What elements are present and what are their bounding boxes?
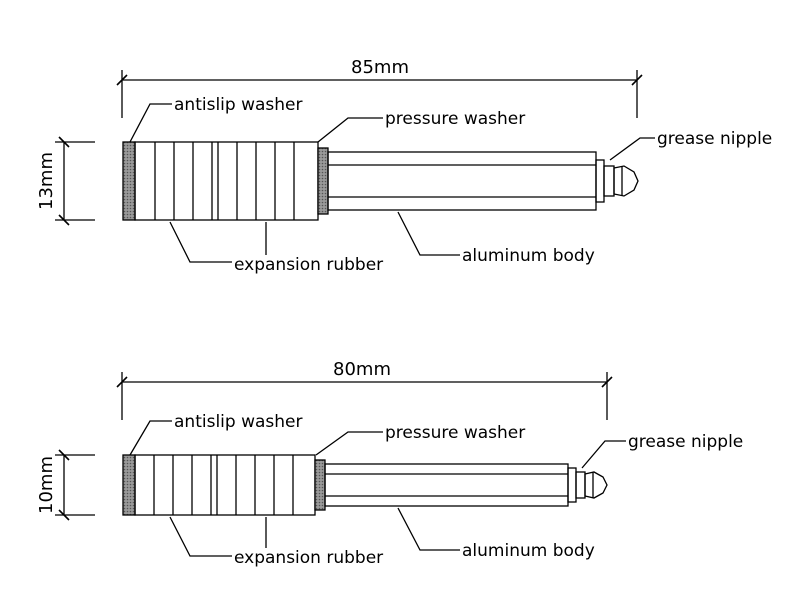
antislip-washer xyxy=(122,454,136,516)
label-grease-nipple: grease nipple xyxy=(581,432,743,469)
diameter-dimension: 10mm xyxy=(36,449,95,521)
length-label: 80mm xyxy=(333,359,391,380)
svg-text:grease nipple: grease nipple xyxy=(657,129,772,149)
diameter-dimension: 13mm xyxy=(36,136,95,226)
expansion-rubber xyxy=(134,141,319,221)
aluminum-body xyxy=(327,151,597,211)
label-antislip-washer: antislip washer xyxy=(129,95,302,143)
svg-text:aluminum body: aluminum body xyxy=(462,541,595,561)
expansion-rubber xyxy=(134,454,316,516)
label-aluminum-body: aluminum body xyxy=(397,507,595,561)
label-expansion-rubber: expansion rubber xyxy=(169,221,383,275)
svg-text:antislip washer: antislip washer xyxy=(174,95,302,115)
assembly-80mm: 80mm 10mm xyxy=(36,359,743,568)
svg-text:pressure washer: pressure washer xyxy=(385,423,525,443)
diameter-label: 10mm xyxy=(36,456,57,514)
label-expansion-rubber: expansion rubber xyxy=(169,516,383,568)
label-pressure-washer: pressure washer xyxy=(317,109,525,143)
pressure-washer xyxy=(314,459,326,511)
antislip-washer xyxy=(122,141,136,221)
pressure-washer xyxy=(317,147,329,215)
label-antislip-washer: antislip washer xyxy=(129,412,302,456)
label-aluminum-body: aluminum body xyxy=(397,211,595,266)
svg-text:antislip washer: antislip washer xyxy=(174,412,302,432)
label-pressure-washer: pressure washer xyxy=(315,423,525,456)
svg-text:grease nipple: grease nipple xyxy=(628,432,743,452)
length-dimension: 80mm xyxy=(116,359,613,420)
length-label: 85mm xyxy=(351,57,409,78)
svg-text:pressure washer: pressure washer xyxy=(385,109,525,129)
aluminum-body xyxy=(324,463,569,507)
grease-nipple xyxy=(595,159,639,203)
svg-text:expansion rubber: expansion rubber xyxy=(234,548,383,568)
diameter-label: 13mm xyxy=(36,152,57,210)
length-dimension: 85mm xyxy=(116,57,643,118)
svg-text:aluminum body: aluminum body xyxy=(462,246,595,266)
svg-text:expansion rubber: expansion rubber xyxy=(234,255,383,275)
grease-nipple xyxy=(567,467,608,503)
assembly-85mm: 85mm 13mm xyxy=(36,57,772,275)
label-grease-nipple: grease nipple xyxy=(609,129,772,161)
